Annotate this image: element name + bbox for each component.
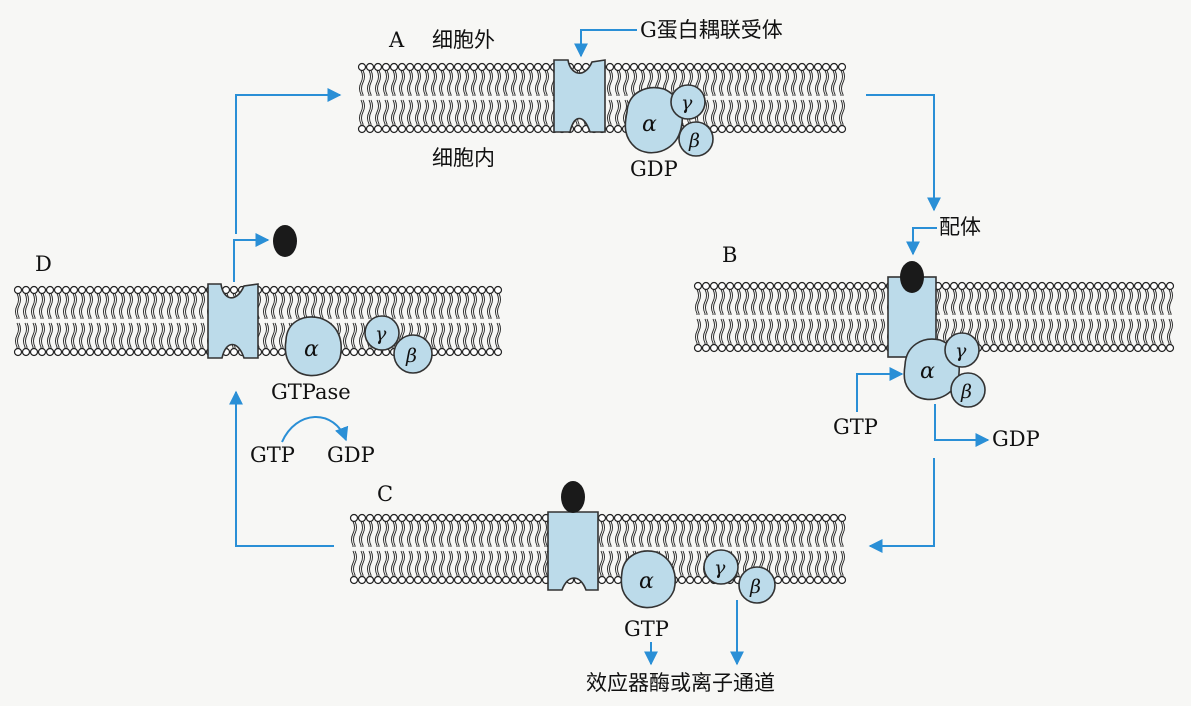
gtp-in-arrow-b xyxy=(856,367,904,412)
beta-label-b: β xyxy=(960,381,972,403)
receptor-a xyxy=(553,59,606,133)
extracellular-label: 细胞外 xyxy=(432,28,495,52)
gtp-hydrolysis-arrow xyxy=(281,416,349,443)
cycle-arrow-b-to-c xyxy=(868,458,935,553)
ligand-label: 配体 xyxy=(939,215,981,239)
cycle-arrow-d-to-a xyxy=(235,88,342,234)
ligand-d xyxy=(273,225,297,257)
receptor-c xyxy=(547,511,599,591)
gamma-label-b: γ xyxy=(955,340,967,362)
intracellular-label: 细胞内 xyxy=(432,146,495,170)
beta-label-d: β xyxy=(405,345,417,367)
beta-label-c: β xyxy=(749,576,761,598)
gtp-label-c: GTP xyxy=(624,617,669,641)
gamma-label-c: γ xyxy=(714,557,726,579)
beta-subunit-b xyxy=(950,372,986,408)
alpha-label-a: α xyxy=(642,112,657,137)
ligand-release-arrow xyxy=(233,233,270,282)
gpcr-label: G蛋白耦联受体 xyxy=(640,18,783,42)
panel-letter-a: A xyxy=(388,28,405,52)
gamma-subunit-b xyxy=(944,332,980,368)
beta-subunit-d xyxy=(393,334,433,374)
panel-letter-b: B xyxy=(722,243,737,267)
membrane-a xyxy=(357,62,847,134)
effector-label: 效应器酶或离子通道 xyxy=(586,671,775,695)
gtp-label-d: GTP xyxy=(250,443,295,467)
gamma-subunit-d xyxy=(364,315,400,351)
gamma-subunit-c xyxy=(703,549,739,585)
cycle-arrow-a-to-b xyxy=(866,94,941,212)
alpha-subunit-d xyxy=(284,316,342,377)
ligand-b xyxy=(900,261,924,293)
gdp-label-a: GDP xyxy=(630,157,678,181)
beta-label-a: β xyxy=(688,130,700,152)
alpha-subunit-c xyxy=(620,550,676,609)
beta-subunit-a xyxy=(678,121,714,157)
cycle-arrow-c-to-d xyxy=(229,390,334,547)
alpha-label-c: α xyxy=(639,569,654,594)
gamma-label-d: γ xyxy=(375,323,387,345)
gtpase-label: GTPase xyxy=(271,380,351,404)
beta-subunit-c xyxy=(738,566,776,604)
gpcr-pointer-arrow xyxy=(574,29,637,58)
ligand-pointer-arrow xyxy=(906,227,937,256)
alpha-label-b: α xyxy=(920,359,935,384)
gdp-label-b: GDP xyxy=(992,427,1040,451)
gtp-label-b: GTP xyxy=(833,415,878,439)
receptor-d xyxy=(207,283,259,359)
gamma-subunit-a xyxy=(670,84,706,120)
alpha-label-d: α xyxy=(304,337,319,362)
gamma-label-a: γ xyxy=(681,92,693,114)
gdp-out-arrow-b xyxy=(934,404,990,447)
panel-letter-c: C xyxy=(377,482,393,506)
gdp-label-d: GDP xyxy=(327,443,375,467)
panel-letter-d: D xyxy=(35,252,52,276)
ligand-c xyxy=(561,481,585,513)
